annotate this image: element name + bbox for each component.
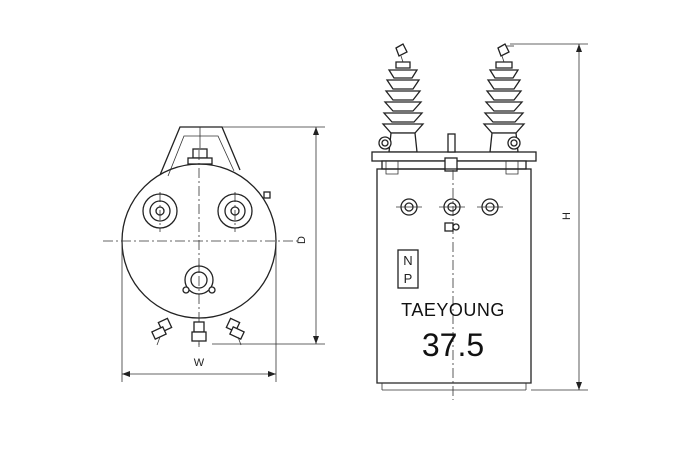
nameplate-n: N — [403, 253, 412, 268]
nameplate-p: P — [404, 271, 413, 286]
front-terminals — [396, 198, 503, 216]
height-label: H — [561, 212, 573, 220]
front-view: N P TAEYOUNG 37.5 H — [371, 43, 588, 400]
height-dimension: H — [510, 43, 588, 391]
top-fitting — [192, 148, 208, 159]
insulator-left — [378, 43, 425, 153]
depth-dimension: D — [212, 126, 325, 345]
mounting-bracket — [159, 126, 241, 176]
nameplate: N P — [397, 249, 419, 289]
drain-valve — [444, 222, 460, 232]
side-lug — [263, 191, 271, 199]
insulator-right — [482, 43, 526, 153]
lifting-lug — [447, 133, 456, 153]
depth-label: D — [296, 236, 308, 244]
bushing-top-left — [142, 193, 178, 229]
width-dimension: W — [121, 241, 277, 382]
brand-text: TAEYOUNG — [401, 300, 505, 320]
lower-fitting — [182, 264, 216, 295]
width-label: W — [194, 357, 205, 369]
bushing-top-right — [217, 193, 253, 229]
top-view: D W — [103, 126, 325, 382]
rating-text: 37.5 — [422, 327, 484, 363]
lv-terminals — [151, 317, 245, 347]
